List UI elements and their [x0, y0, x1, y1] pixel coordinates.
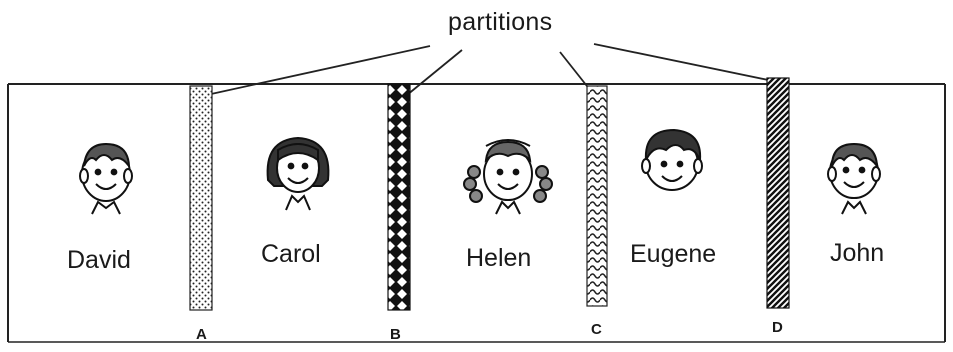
partition-d	[766, 77, 790, 309]
person-name-carol: Carol	[261, 240, 321, 268]
partition-label-a: A	[196, 326, 207, 343]
partition-c	[586, 85, 608, 307]
face-carol-icon	[266, 136, 330, 211]
person-name-eugene: Eugene	[630, 240, 717, 268]
face-john-icon	[827, 142, 881, 215]
face-eugene-icon	[641, 128, 703, 191]
room-frame	[7, 83, 946, 343]
person-name-david: David	[67, 246, 131, 274]
partition-label-c: C	[591, 321, 602, 338]
partition-b	[387, 83, 411, 311]
person-name-helen: Helen	[466, 244, 532, 272]
callout-lines	[201, 43, 779, 105]
face-david-icon	[79, 142, 133, 215]
face-helen-icon	[463, 139, 553, 215]
person-name-john: John	[830, 239, 885, 267]
partitions-callout-label: partitions	[448, 8, 553, 36]
partition-a	[189, 85, 213, 311]
partition-label-b: B	[390, 326, 401, 343]
partition-label-d: D	[772, 319, 783, 336]
